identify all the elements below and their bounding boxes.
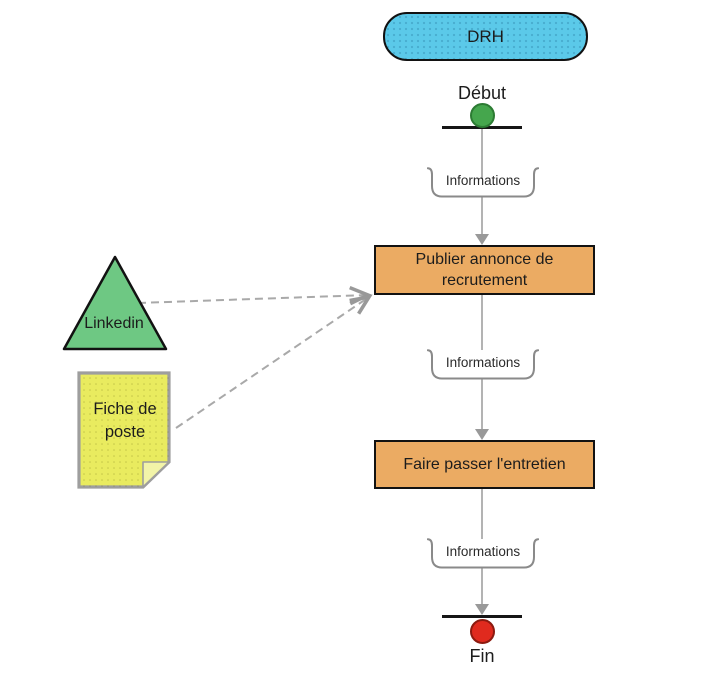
flow-line-2a: [481, 295, 483, 350]
flow-line-3a: [481, 488, 483, 539]
linkedin-label: Linkedin: [84, 315, 144, 332]
object-flow-label-2: Informations: [445, 355, 521, 370]
linkedin-triangle-shape[interactable]: [58, 252, 172, 354]
start-event-label: Début: [457, 83, 507, 103]
end-event-label: Fin: [469, 646, 495, 666]
end-event-circle[interactable]: [470, 619, 495, 644]
flow-arrowhead-3: [475, 604, 489, 615]
flow-line-2b: [481, 378, 483, 430]
object-flow-label-1: Informations: [445, 173, 521, 188]
object-flow-bracket-3[interactable]: [427, 538, 539, 569]
association-linkedin-to-task1: [137, 285, 373, 306]
note-label: Fiche de poste: [93, 400, 157, 441]
flow-line-1a: [481, 129, 483, 179]
flow-arrowhead-1: [475, 234, 489, 245]
task-label: Faire passer l'entretien: [403, 456, 566, 473]
note-shape[interactable]: [76, 370, 174, 490]
task-label: Publier annonce de recrutement: [415, 251, 554, 289]
object-flow-bracket-2[interactable]: [427, 349, 539, 380]
association-note-to-task1: [175, 294, 373, 429]
flow-line-1b: [481, 196, 483, 234]
pool-label: DRH: [467, 26, 504, 46]
start-event-circle[interactable]: [470, 103, 495, 128]
object-flow-bracket-1[interactable]: [427, 167, 539, 198]
pool-drh[interactable]: DRH: [383, 12, 588, 61]
object-flow-label-3: Informations: [445, 544, 521, 559]
flow-line-3b: [481, 567, 483, 604]
task-faire-entretien[interactable]: Faire passer l'entretien: [374, 440, 595, 489]
task-publier-annonce[interactable]: Publier annonce de recrutement: [374, 245, 595, 295]
flow-arrowhead-2: [475, 429, 489, 440]
end-event-bar: [442, 615, 522, 618]
